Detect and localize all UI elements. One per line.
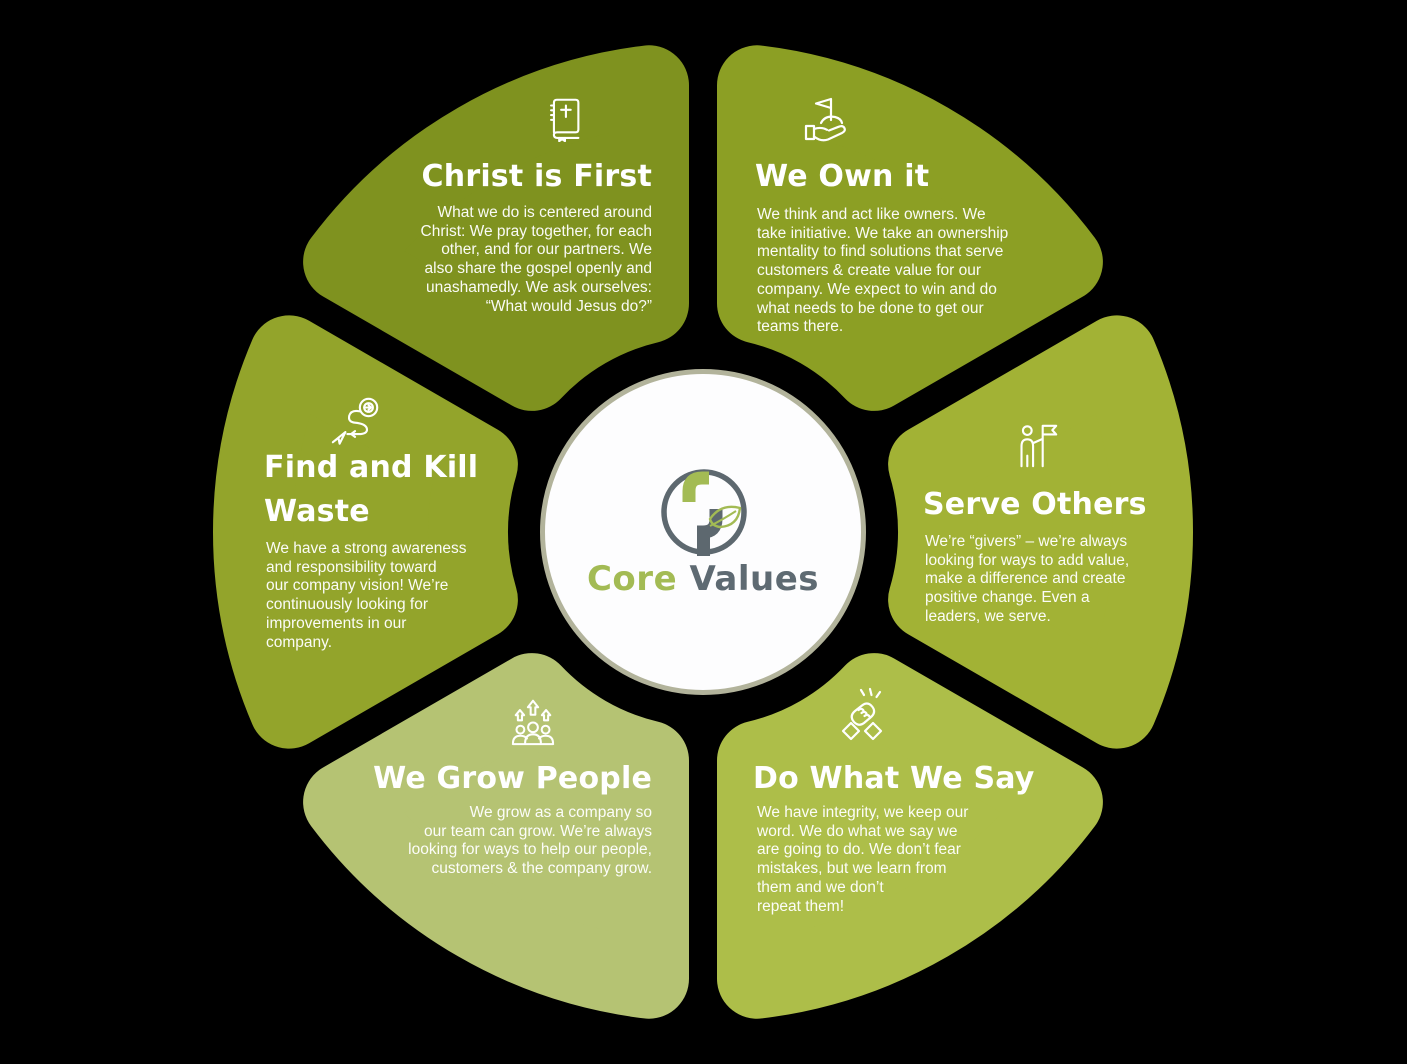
petal-we-grow-people bbox=[303, 653, 689, 1019]
segment-title-we-own-it: We Own it bbox=[755, 159, 930, 194]
hand-flag-icon bbox=[798, 92, 854, 146]
handshake-icon bbox=[832, 685, 892, 745]
center-title: Core Values bbox=[538, 559, 868, 599]
center-title-core: Core bbox=[586, 559, 678, 599]
segment-body-we-grow-people: We grow as a company so our team can gro… bbox=[408, 804, 652, 878]
segment-title-christ-is-first: Christ is First bbox=[421, 159, 652, 194]
segment-title-serve-others: Serve Others bbox=[923, 487, 1147, 522]
petal-find-and-kill-waste bbox=[213, 315, 518, 749]
segment-body-we-own-it: We think and act like owners. We take in… bbox=[757, 206, 1009, 336]
petal-serve-others bbox=[888, 315, 1193, 749]
dart-target-icon bbox=[327, 394, 385, 448]
petal-do-what-we-say bbox=[717, 653, 1103, 1019]
center-title-values: Values bbox=[677, 559, 820, 599]
bible-icon bbox=[541, 92, 587, 142]
segment-body-serve-others: We’re “givers” – we’re always looking fo… bbox=[925, 533, 1130, 625]
petal-christ-is-first bbox=[303, 45, 689, 411]
segment-body-christ-is-first: What we do is centered around Christ: We… bbox=[420, 204, 652, 315]
people-growth-icon bbox=[505, 697, 561, 753]
segment-title-find-and-kill-waste: Find and Kill Waste bbox=[264, 450, 479, 529]
person-flag-icon bbox=[1008, 420, 1062, 472]
segment-title-we-grow-people: We Grow People bbox=[373, 761, 652, 796]
segment-body-find-and-kill-waste: We have a strong awareness and responsib… bbox=[266, 540, 467, 651]
leaf-monogram-logo bbox=[661, 469, 747, 556]
segment-title-do-what-we-say: Do What We Say bbox=[753, 761, 1035, 796]
segment-body-do-what-we-say: We have integrity, we keep our word. We … bbox=[757, 804, 969, 915]
